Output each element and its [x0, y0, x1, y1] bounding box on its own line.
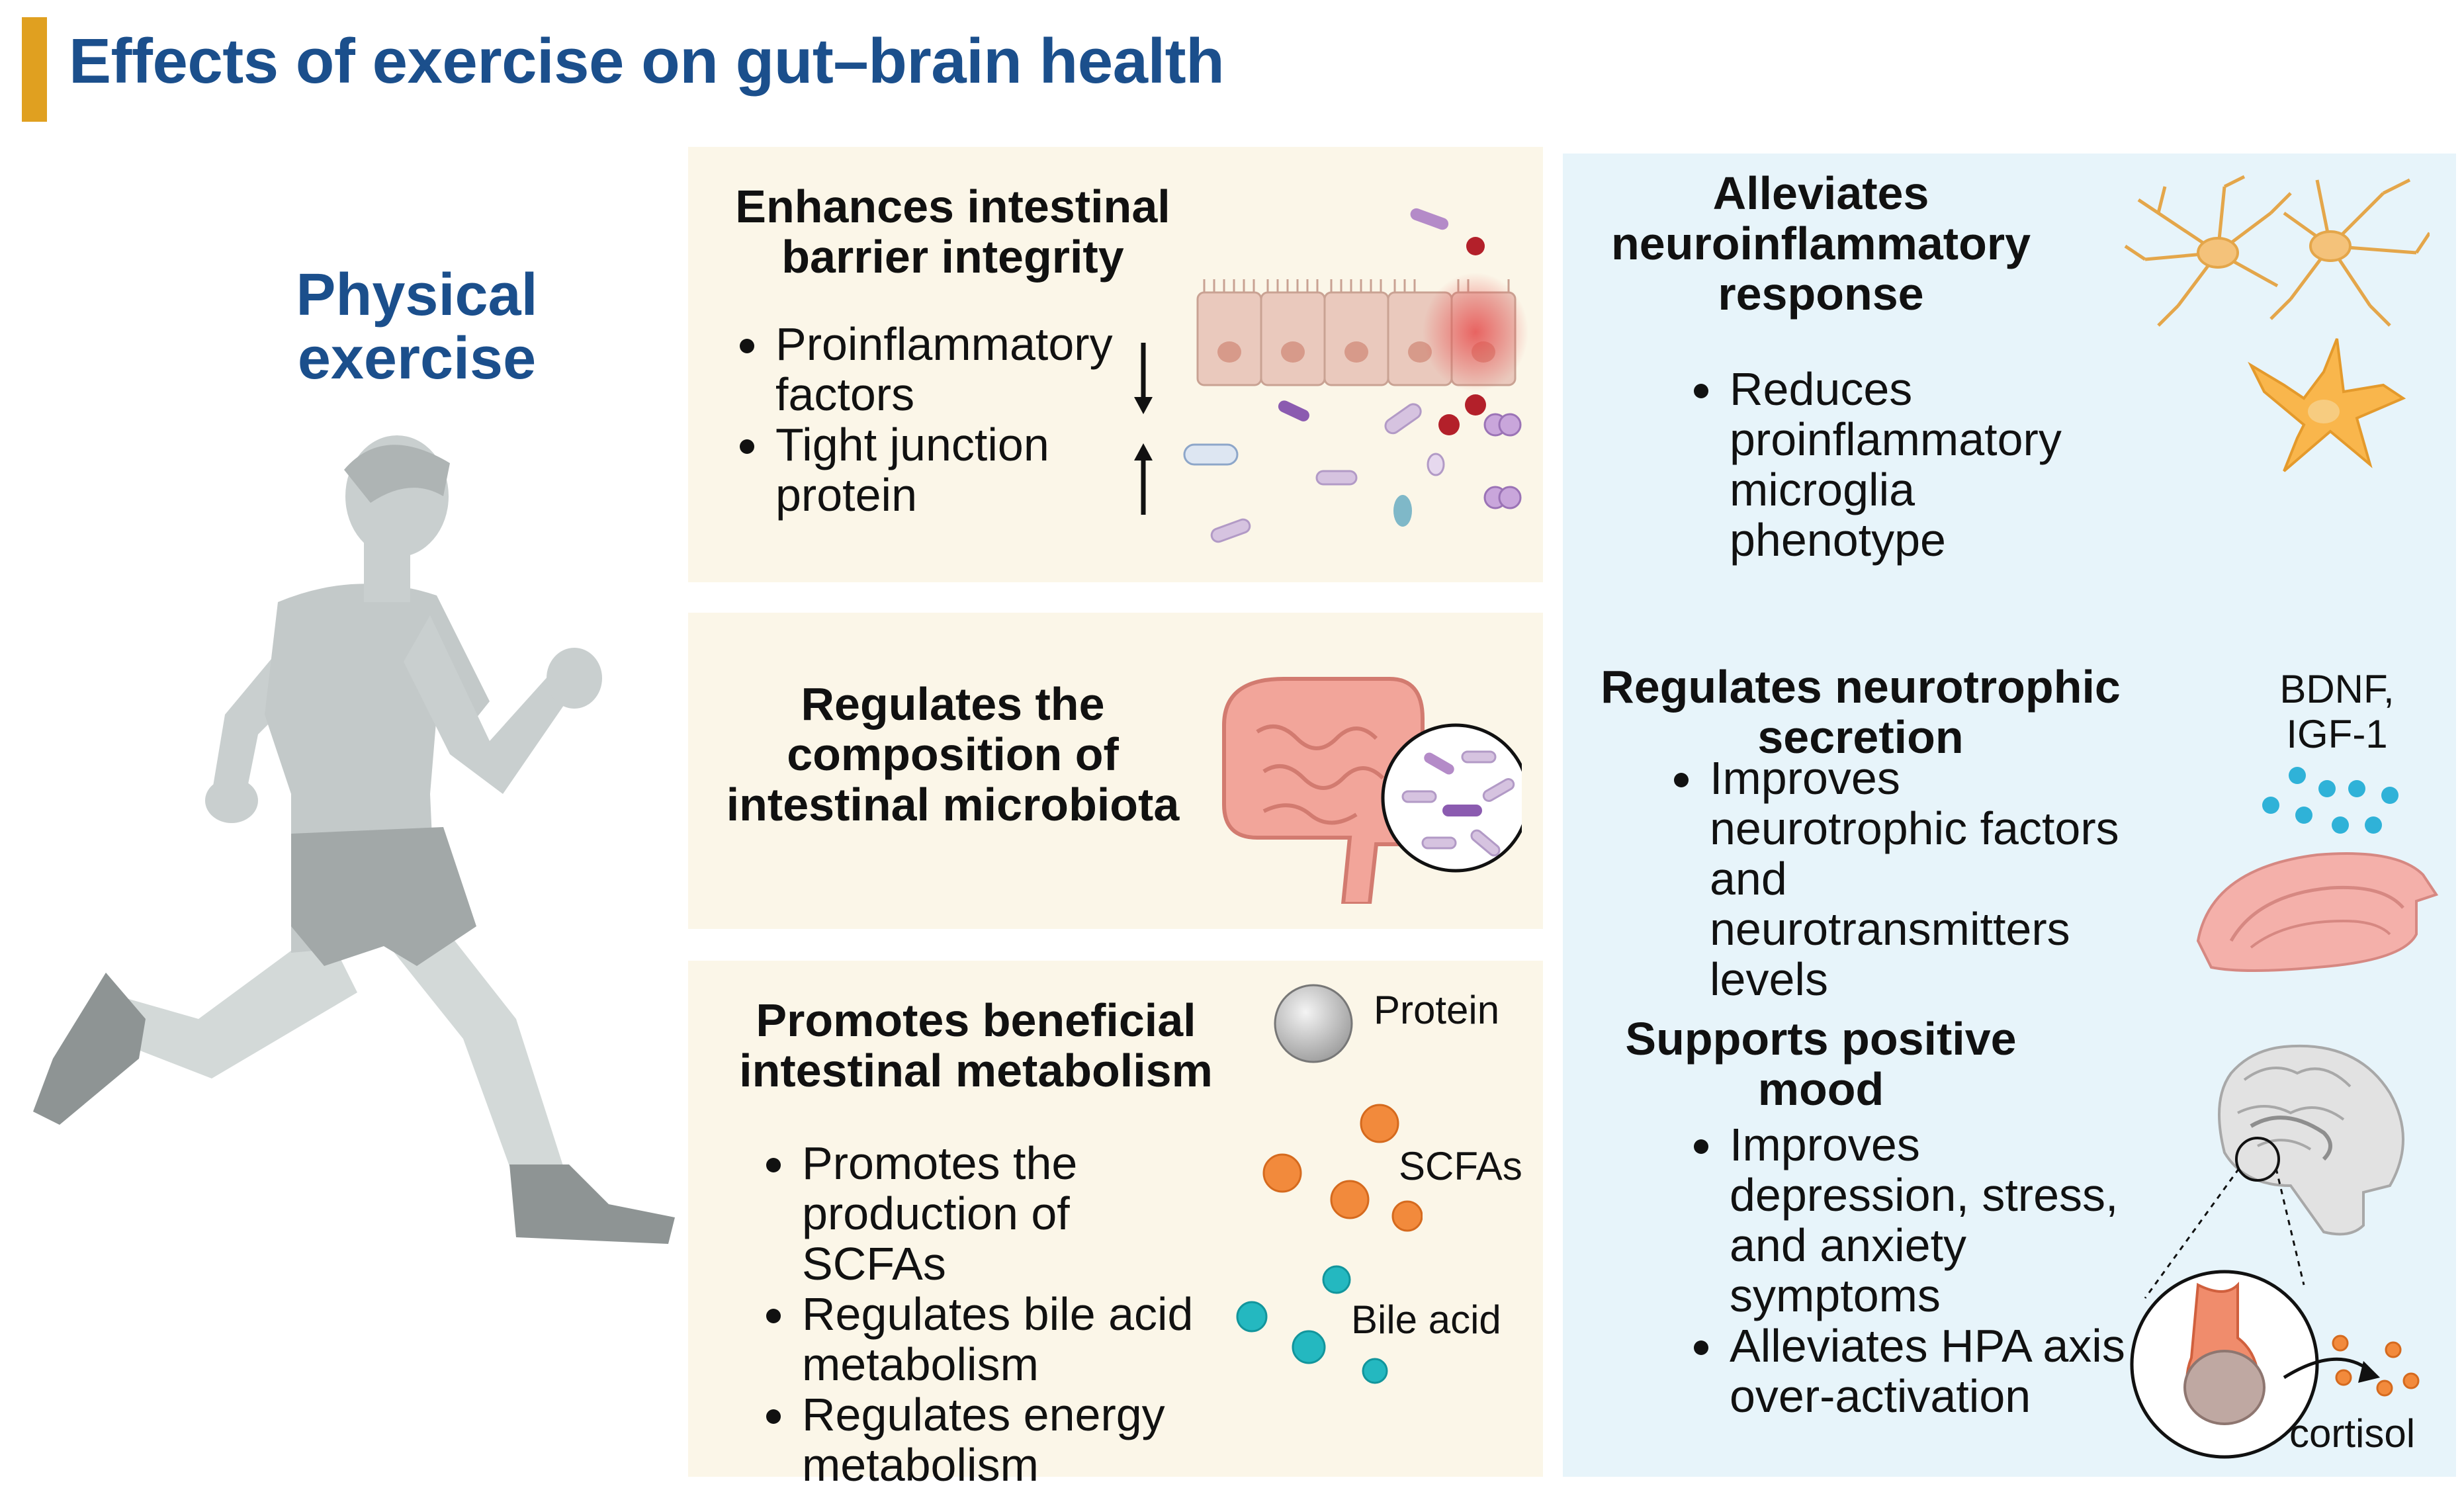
list-item: Regulates energy metabolism [734, 1389, 1198, 1490]
list-item: Improves neurotrophic factors and neurot… [1642, 753, 2132, 1004]
title-accent-bar [22, 17, 47, 122]
metabolism-heading: Promotes beneficial intestinal metabolis… [739, 994, 1213, 1096]
brain-panel: Alleviates neuroinflammatory response Re… [1563, 154, 2456, 1477]
hippocampus-illustration [2185, 762, 2449, 987]
neurotrophic-heading: Regulates neurotrophic secretion [1601, 661, 2121, 763]
neuroinflammation-heading: Alleviates neuroinflammatory response [1611, 167, 2031, 320]
mood-list: Improves depression, stress, and anxiety… [1662, 1119, 2125, 1421]
bdnf-igf-label: BDNF, IGF-1 [2279, 667, 2395, 756]
barrier-list: Proinflammatory factors Tight junction p… [708, 319, 1158, 520]
brain-hpa-illustration [2125, 1033, 2443, 1470]
metabolism-panel: Promotes beneficial intestinal metabolis… [688, 961, 1543, 1490]
intestinal-epithelium-illustration [1165, 187, 1535, 570]
barrier-panel: Enhances intestinal barrier integrity Pr… [688, 147, 1543, 582]
neuroinflammation-list: Reduces proinflammatory microglia phenot… [1662, 364, 2072, 565]
bile-acid-particles [1231, 1265, 1403, 1397]
scfa-particles [1244, 1104, 1423, 1249]
microbiota-panel: Regulates the composition of intestinal … [688, 613, 1543, 929]
scfas-label: SCFAs [1399, 1144, 1522, 1188]
page-title: Effects of exercise on gut–brain health [69, 26, 1225, 97]
mood-heading: Supports positive mood [1625, 1013, 2017, 1115]
decrease-arrow-icon [1130, 343, 1157, 416]
list-item: Reduces proinflammatory microglia phenot… [1662, 364, 2072, 565]
bile-acid-label: Bile acid [1351, 1297, 1501, 1342]
protein-icon [1270, 981, 1356, 1067]
metabolism-list: Promotes the production of SCFAs Regulat… [734, 1138, 1198, 1490]
list-item: Tight junction protein [708, 419, 1158, 520]
exercise-label: Physical exercise [296, 262, 538, 392]
microbiota-heading: Regulates the composition of intestinal … [726, 678, 1180, 830]
runner-figure [13, 423, 688, 1270]
cortisol-label: cortisol [2289, 1411, 2416, 1456]
protein-label: Protein [1374, 988, 1500, 1032]
barrier-heading: Enhances intestinal barrier integrity [735, 181, 1170, 283]
microglia-illustration [2119, 173, 2430, 504]
list-item: Proinflammatory factors [708, 319, 1158, 419]
list-item: Improves depression, stress, and anxiety… [1662, 1119, 2125, 1321]
list-item: Promotes the production of SCFAs [734, 1138, 1198, 1289]
list-item: Alleviates HPA axis over-activation [1662, 1321, 2125, 1421]
list-item: Regulates bile acid metabolism [734, 1289, 1198, 1389]
intestine-illustration [1204, 652, 1522, 904]
neurotrophic-list: Improves neurotrophic factors and neurot… [1642, 753, 2132, 1004]
increase-arrow-icon [1130, 442, 1157, 515]
